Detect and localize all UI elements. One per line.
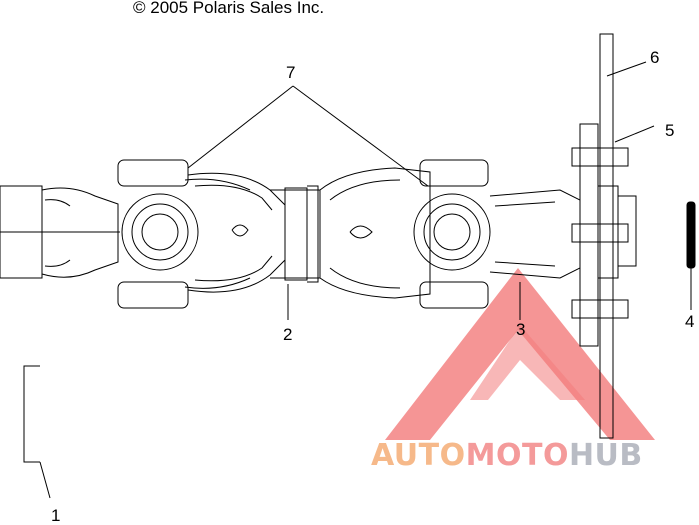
right-u-joint [319,159,581,309]
callout-4: 4 [685,312,695,331]
plate-part-6 [599,33,614,439]
watermark-text: AUTOMOTOHUB [371,441,643,471]
left-shaft-stub [0,185,120,279]
watermark-auto: AUTO [371,438,466,473]
callout-7: 7 [286,63,296,82]
center-shaft [270,185,320,283]
callout-5: 5 [665,121,675,140]
callout-3: 3 [516,320,526,339]
callout-6: 6 [650,48,660,67]
watermark-moto: MOTO [465,438,569,473]
leader-lines [39,61,692,499]
copyright-notice: © 2005 Polaris Sales Inc. [133,0,325,17]
pin-part-4 [686,201,696,269]
flange-assembly [571,123,637,347]
watermark-hub: HUB [568,438,643,473]
left-u-joint [117,159,286,309]
watermark-logo [385,268,655,440]
callout-2: 2 [283,325,293,344]
bracket-part-1 [23,365,40,463]
callout-1: 1 [51,506,61,525]
